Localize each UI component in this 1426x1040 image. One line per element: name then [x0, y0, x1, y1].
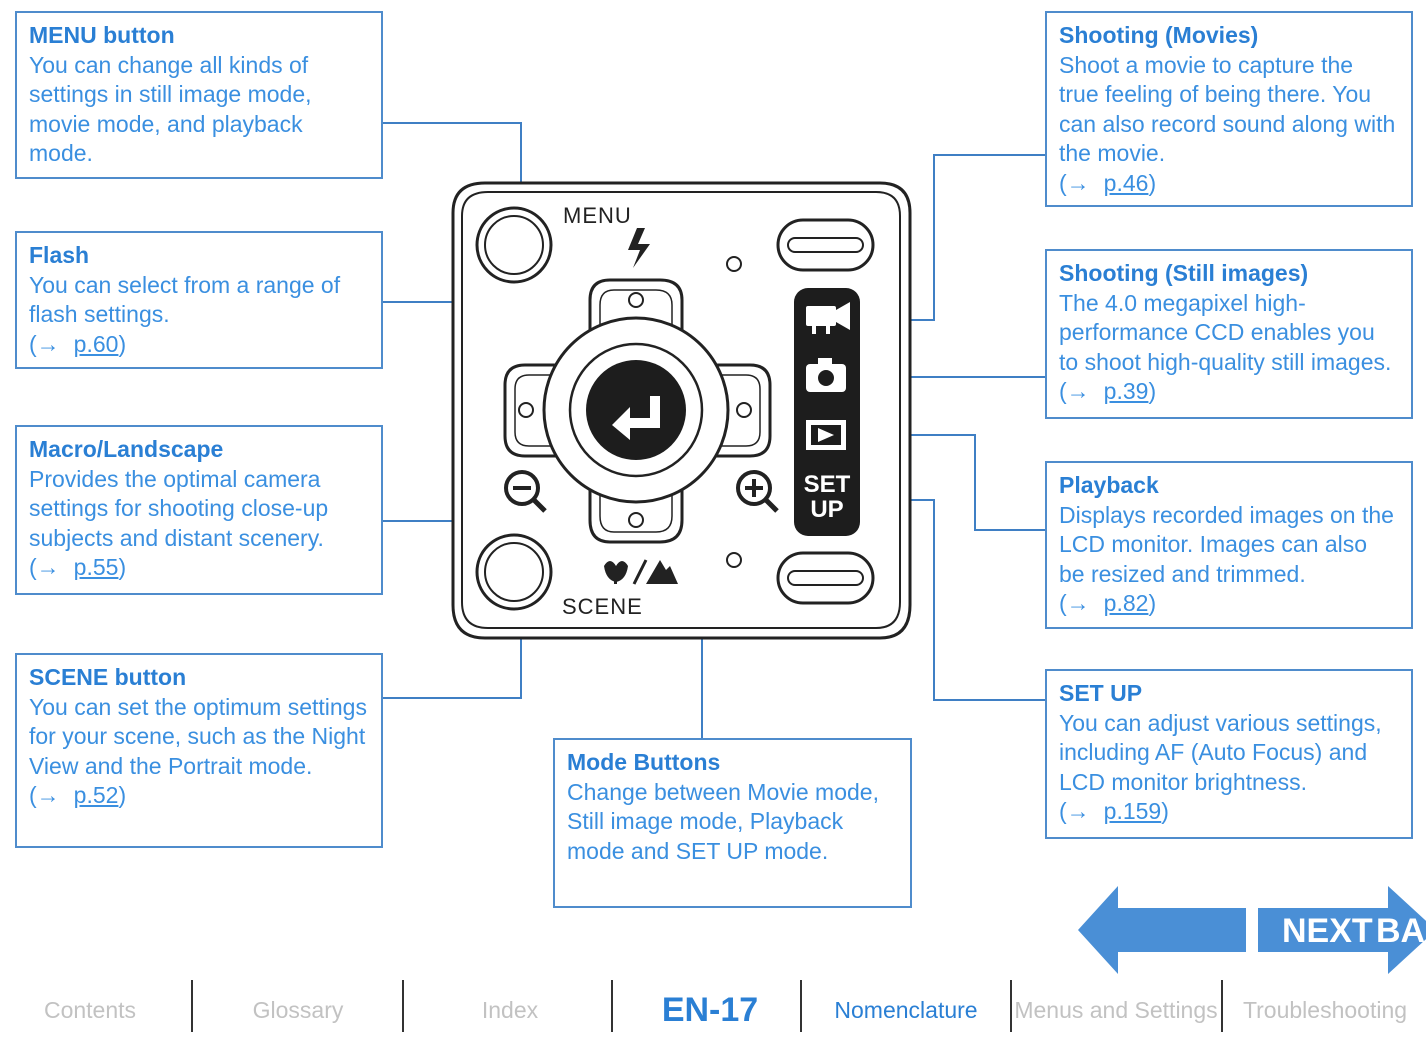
page-reference[interactable]: (→p.52): [29, 782, 127, 808]
scene-label: SCENE: [562, 594, 643, 619]
back-button[interactable]: BACK: [1078, 886, 1248, 974]
page-link[interactable]: p.46: [1103, 169, 1149, 196]
footer-divider: [611, 980, 613, 1032]
page-link[interactable]: p.159: [1103, 798, 1162, 824]
setup-label: SET UP: [803, 471, 851, 523]
page-reference[interactable]: (→p.46): [1059, 169, 1157, 196]
callout-body: Shoot a movie to capture the true feelin…: [1059, 51, 1396, 167]
page-number: EN-17: [661, 990, 759, 1029]
back-arrow-icon: [1078, 886, 1246, 974]
page-reference[interactable]: (→p.55): [29, 554, 127, 580]
callout-title: Shooting (Still images): [1059, 260, 1309, 286]
mode-button-top[interactable]: [776, 218, 875, 272]
callout-shooting-still: Shooting (Still images) The 4.0 megapixe…: [1045, 249, 1413, 419]
callout-title: Flash: [29, 242, 90, 268]
footer-divider: [191, 980, 193, 1032]
scene-button[interactable]: [475, 533, 553, 611]
ok-button[interactable]: [586, 360, 686, 460]
camera-icon: [806, 358, 846, 392]
callout-body: Change between Movie mode, Still image m…: [567, 778, 879, 864]
page-link[interactable]: p.82: [1103, 590, 1149, 616]
callout-playback: Playback Displays recorded images on the…: [1045, 461, 1413, 629]
flash-icon: [628, 228, 650, 268]
zoom-out-icon: [504, 470, 547, 513]
callout-menu-button: MENU button You can change all kinds of …: [15, 11, 383, 179]
leader-menu: [383, 122, 522, 208]
callout-mode-buttons: Mode Buttons Change between Movie mode, …: [553, 738, 912, 908]
playback-icon: [806, 420, 846, 450]
page-link[interactable]: p.60: [73, 330, 119, 357]
callout-body: You can select from a range of flash set…: [29, 271, 341, 328]
callout-title: SET UP: [1059, 680, 1143, 706]
camera-body-inner: [461, 191, 901, 629]
callout-body: You can change all kinds of settings in …: [29, 51, 312, 167]
callout-body: Displays recorded images on the LCD moni…: [1059, 501, 1394, 587]
footer-menus-settings[interactable]: Menus and Settings: [1014, 996, 1218, 1023]
page-link[interactable]: p.52: [73, 782, 119, 808]
mode-button-bottom[interactable]: [776, 551, 875, 605]
zoom-in-icon: [736, 470, 779, 513]
footer-troubleshooting[interactable]: Troubleshooting: [1242, 996, 1408, 1023]
footer-divider: [402, 980, 404, 1032]
back-label-overlap: BACK: [1376, 912, 1426, 950]
footer-divider: [1221, 980, 1223, 1032]
menu-label: MENU: [563, 203, 632, 228]
callout-setup: SET UP You can adjust various settings, …: [1045, 669, 1413, 839]
callout-scene-button: SCENE button You can set the optimum set…: [15, 653, 383, 848]
macro-landscape-icon: [604, 559, 678, 585]
callout-title: Shooting (Movies): [1059, 22, 1259, 48]
leader-scene: [383, 618, 522, 699]
callout-flash: Flash You can select from a range of fla…: [15, 231, 383, 369]
page-reference[interactable]: (→p.159): [1059, 798, 1169, 824]
callout-title: SCENE button: [29, 664, 187, 690]
callout-macro-landscape: Macro/Landscape Provides the optimal cam…: [15, 425, 383, 595]
callout-title: Macro/Landscape: [29, 436, 224, 462]
footer-contents[interactable]: Contents: [43, 996, 137, 1023]
callout-body: Provides the optimal camera settings for…: [29, 465, 329, 551]
callout-title: MENU button: [29, 22, 175, 48]
movie-icon: [806, 302, 850, 334]
page-reference[interactable]: (→p.82): [1059, 590, 1157, 616]
page-reference[interactable]: (→p.60): [29, 330, 127, 357]
callout-body: You can set the optimum settings for you…: [29, 693, 367, 779]
next-button[interactable]: NEXT BACK: [1258, 886, 1426, 974]
enter-icon: [612, 396, 660, 440]
page-link[interactable]: p.39: [1103, 378, 1149, 404]
callout-title: Playback: [1059, 472, 1159, 498]
callout-body: You can adjust various settings, includi…: [1059, 709, 1382, 795]
footer-divider: [1010, 980, 1012, 1032]
footer-glossary[interactable]: Glossary: [252, 996, 344, 1023]
next-arrow-icon: [1258, 886, 1426, 974]
callout-shooting-movies: Shooting (Movies) Shoot a movie to captu…: [1045, 11, 1413, 207]
callout-body: The 4.0 megapixel high-performance CCD e…: [1059, 289, 1392, 375]
mode-strip: [794, 288, 860, 536]
next-label: NEXT: [1282, 912, 1373, 950]
page-reference[interactable]: (→p.39): [1059, 378, 1157, 404]
footer-divider: [800, 980, 802, 1032]
menu-button[interactable]: [475, 206, 553, 284]
page-link[interactable]: p.55: [73, 554, 119, 580]
footer-nomenclature[interactable]: Nomenclature: [834, 996, 978, 1023]
footer-index[interactable]: Index: [481, 996, 539, 1023]
callout-title: Mode Buttons: [567, 749, 721, 775]
